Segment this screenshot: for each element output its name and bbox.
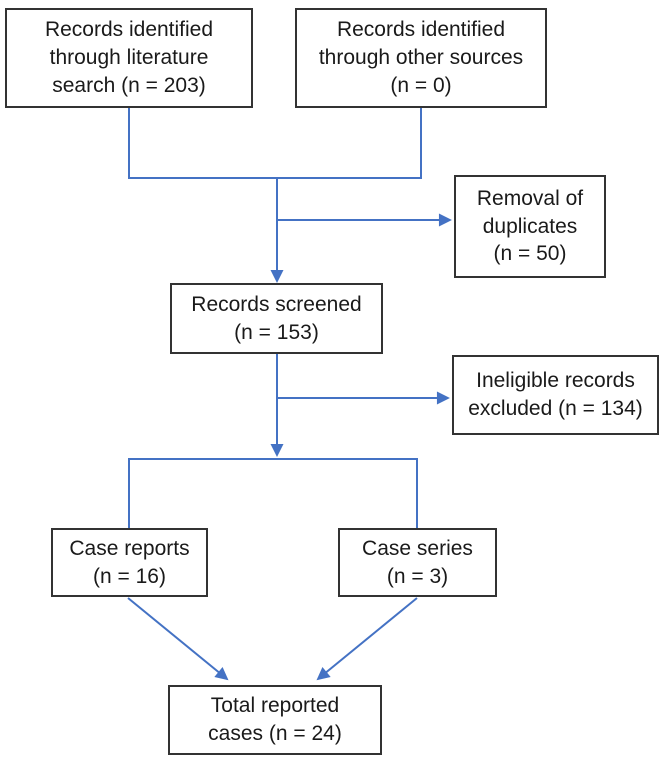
connector-series-to-total-arrow [316, 597, 418, 681]
box-ineligible-excluded-label: Ineligible records excluded (n = 134) [468, 369, 643, 420]
box-records-literature-search: Records identified through literature se… [5, 8, 253, 108]
box-total-reported-cases: Total reported cases (n = 24) [168, 685, 382, 755]
connector-reports-to-total-arrow [127, 597, 229, 681]
box-records-screened-label: Records screened (n = 153) [191, 292, 362, 344]
connector-identification-merge [128, 108, 422, 179]
box-case-series-label: Case series (n = 3) [362, 536, 473, 588]
box-case-reports: Case reports (n = 16) [51, 528, 208, 597]
box-case-reports-label: Case reports (n = 16) [69, 536, 190, 588]
box-removal-of-duplicates-label: Removal of duplicates (n = 50) [476, 186, 584, 266]
box-records-other-sources: Records identified through other sources… [295, 8, 547, 108]
box-records-other-sources-label: Records identified through other sources… [318, 18, 524, 97]
box-removal-of-duplicates: Removal of duplicates (n = 50) [454, 175, 606, 278]
box-case-series: Case series (n = 3) [338, 528, 497, 597]
box-records-screened: Records screened (n = 153) [170, 283, 383, 354]
connector-split-branches [128, 458, 418, 528]
box-records-literature-search-label: Records identified through literature se… [44, 18, 214, 97]
box-ineligible-excluded: Ineligible records excluded (n = 134) [452, 355, 659, 435]
box-total-reported-cases-label: Total reported cases (n = 24) [208, 694, 342, 745]
